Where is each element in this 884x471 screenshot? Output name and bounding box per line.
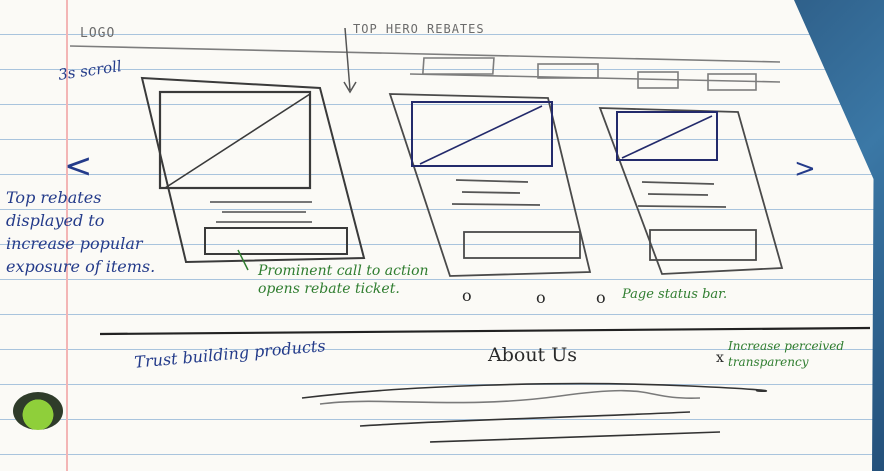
header-divider: [69, 45, 781, 63]
card-3-image-placeholder: [616, 111, 718, 161]
next-arrow[interactable]: >: [794, 154, 816, 184]
nav-box-1: [421, 57, 495, 75]
rebate-card-3: [598, 107, 784, 275]
card-2-cta-button: [463, 231, 581, 259]
rebate-card-2: [388, 93, 592, 277]
rebates-note: Top rebates displayed to increase popula…: [6, 188, 156, 276]
rebate-card-1: [140, 76, 366, 264]
section-divider: [99, 326, 871, 336]
transparency-note: Increase perceived transparency: [728, 339, 844, 369]
pager-dot-1[interactable]: o: [462, 286, 472, 305]
about-heading: About Us: [488, 344, 577, 366]
card-1-cta-button: [204, 227, 348, 255]
about-text-placeholder: [301, 382, 768, 443]
cta-pointer: [237, 249, 249, 271]
nav-boxes: [409, 57, 781, 91]
x-mark: x: [716, 350, 724, 366]
card-3-cta-button: [649, 229, 757, 261]
pager-dot-3[interactable]: o: [596, 288, 606, 307]
margin-line: [66, 0, 68, 471]
pager-note: Page status bar.: [622, 287, 728, 302]
logo-text: LOGO: [80, 26, 116, 41]
cta-note: Prominent call to action opens rebate ti…: [258, 263, 429, 297]
pager-dot-2[interactable]: o: [536, 288, 546, 307]
card-2-image-placeholder: [411, 101, 553, 167]
banner-arrow: [343, 27, 357, 94]
prev-arrow[interactable]: <: [64, 146, 93, 186]
card-1-image-placeholder: [158, 90, 312, 190]
nav-box-2: [537, 63, 599, 79]
binder-hole: [13, 392, 63, 430]
banner-label: TOP HERO REBATES: [353, 22, 485, 36]
